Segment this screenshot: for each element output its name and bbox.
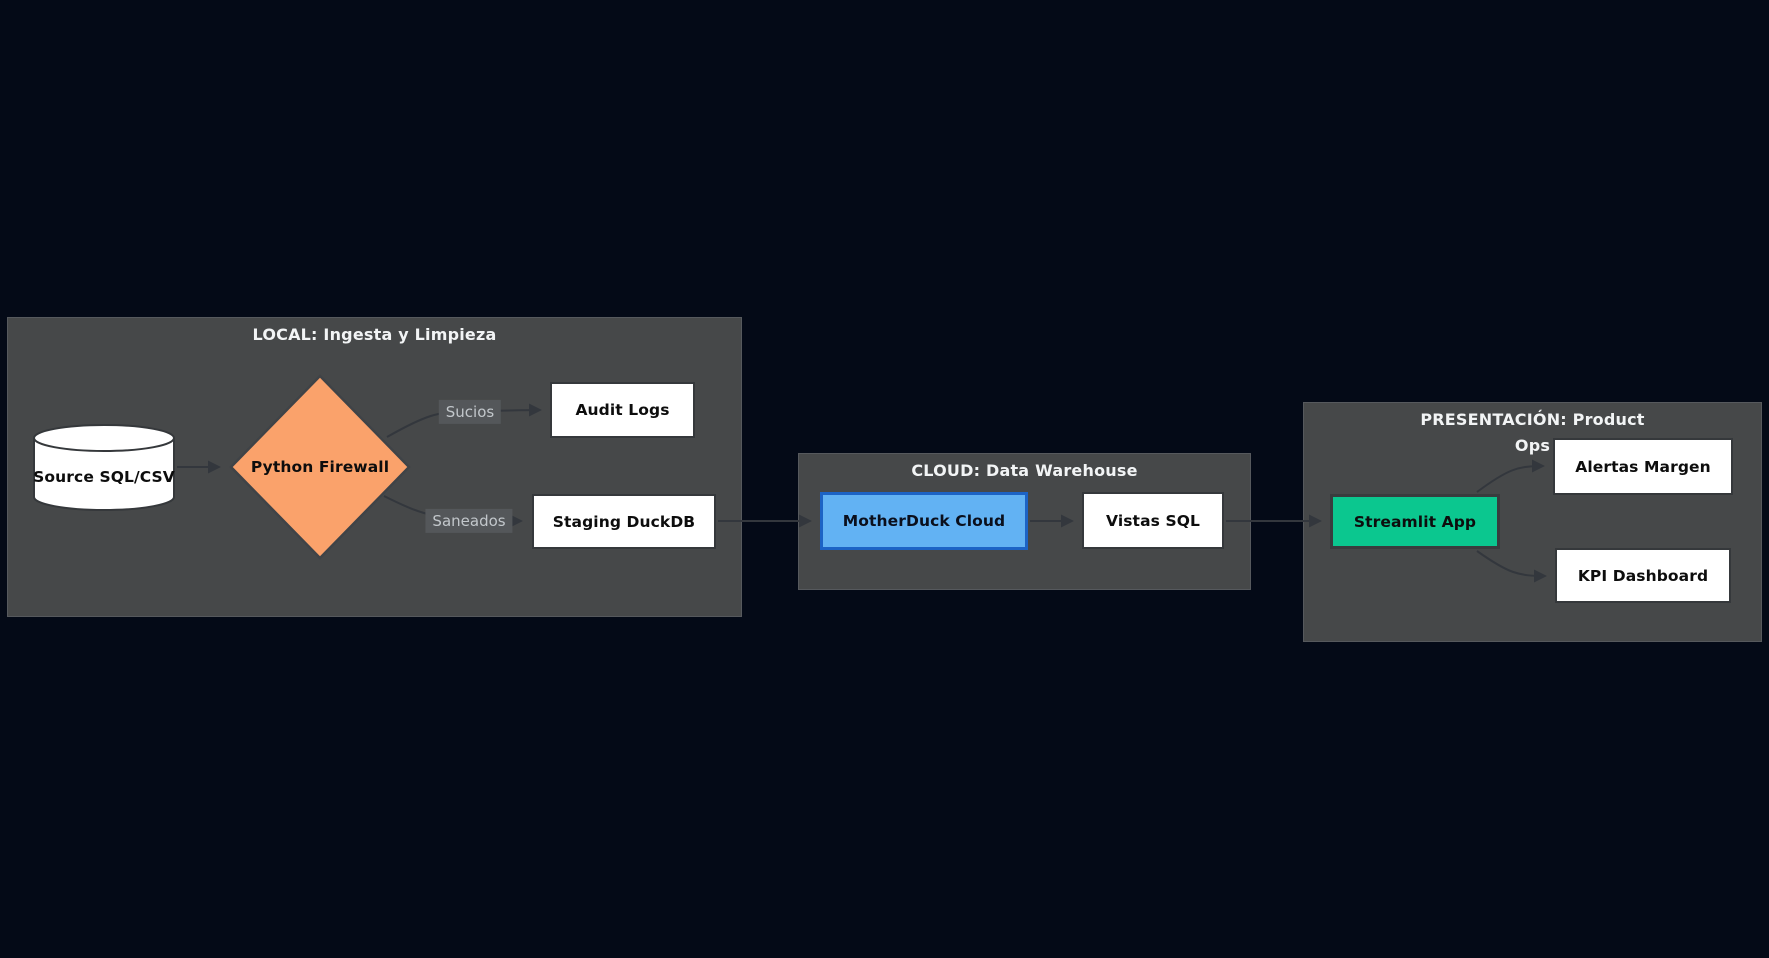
node-python-firewall: Python Firewall [229, 374, 411, 560]
node-source-sql-csv: Source SQL/CSV [33, 424, 175, 512]
node-kpi-dashboard-label: KPI Dashboard [1577, 566, 1709, 585]
node-alertas-margen: Alertas Margen [1553, 438, 1733, 495]
node-motherduck-cloud-label: MotherDuck Cloud [842, 512, 1006, 530]
node-staging-duckdb-label: Staging DuckDB [552, 512, 696, 531]
node-python-firewall-label: Python Firewall [250, 458, 390, 476]
node-kpi-dashboard: KPI Dashboard [1555, 548, 1731, 603]
subgraph-cloud-title: CLOUD: Data Warehouse [911, 461, 1138, 480]
subgraph-presentacion-title-line2: Ops [1514, 436, 1551, 456]
database-cylinder-icon [33, 424, 175, 511]
subgraph-presentacion-title-line1: PRESENTACIÓN: Product [1420, 410, 1645, 429]
edge-label-sucios: Sucios [438, 399, 502, 425]
node-audit-logs: Audit Logs [550, 382, 695, 438]
node-streamlit-app-label: Streamlit App [1353, 512, 1477, 531]
node-alertas-margen-label: Alertas Margen [1575, 457, 1711, 476]
node-vistas-sql: Vistas SQL [1082, 492, 1224, 549]
subgraph-local-title: LOCAL: Ingesta y Limpieza [252, 325, 497, 344]
node-vistas-sql-label: Vistas SQL [1106, 511, 1200, 530]
node-audit-logs-label: Audit Logs [575, 401, 670, 419]
node-motherduck-cloud: MotherDuck Cloud [820, 492, 1028, 550]
node-streamlit-app: Streamlit App [1330, 494, 1500, 549]
node-staging-duckdb: Staging DuckDB [532, 494, 716, 549]
edge-label-saneados: Saneados [425, 508, 513, 534]
node-source-sql-csv-label: Source SQL/CSV [33, 468, 175, 486]
decision-diamond-icon [229, 374, 411, 560]
